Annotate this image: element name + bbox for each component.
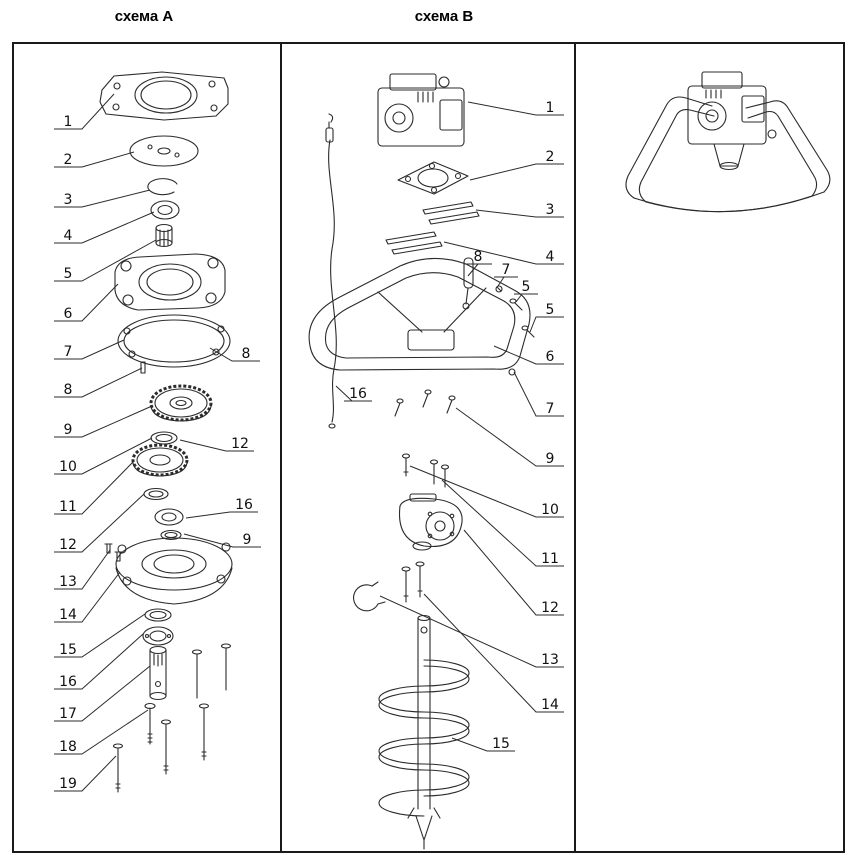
part-bolts-14 — [401, 561, 425, 603]
callout-b-5a: 5 — [522, 279, 531, 295]
callout-a-8: 8 — [64, 382, 73, 398]
callout-b-3: 3 — [546, 202, 555, 218]
part-cover-disc — [129, 135, 199, 167]
callout-a-13: 13 — [59, 574, 77, 590]
part-mid-bearing — [154, 508, 184, 526]
callout-b-16: 16 — [349, 386, 367, 402]
assembled-view-panel — [576, 44, 843, 851]
callout-a-12: 12 — [59, 537, 77, 553]
part-plates-upper — [422, 201, 480, 225]
part-second-gear — [131, 443, 189, 477]
part-lower-housing — [115, 537, 233, 605]
scheme-b-panel: 1 2 3 4 8 7 5 5 6 7 9 10 11 12 13 14 15 — [282, 44, 576, 851]
callout-a-18: 18 — [59, 739, 77, 755]
callout-b-8: 8 — [474, 249, 483, 265]
callout-a-19: 19 — [59, 776, 77, 792]
callout-a-15: 15 — [59, 642, 77, 658]
assembled-machine-drawing — [625, 71, 831, 213]
part-dowel-pin — [140, 361, 146, 374]
part-upper-housing — [114, 253, 226, 311]
callout-b-15: 15 — [492, 736, 510, 752]
callout-b-7a: 7 — [502, 262, 511, 278]
callout-a-17: 17 — [59, 706, 77, 722]
callout-a-11: 11 — [59, 499, 77, 515]
scheme-b-leader-lines — [335, 101, 564, 752]
part-engine-mount — [397, 161, 469, 195]
callout-b-12: 12 — [541, 600, 559, 616]
callout-a-8-right: 8 — [242, 346, 251, 362]
part-bolts-11 — [429, 459, 450, 488]
callout-a-3: 3 — [64, 192, 73, 208]
part-large-gear — [149, 384, 213, 422]
part-auger — [378, 614, 470, 850]
part-handle-frame — [308, 257, 531, 371]
callout-a-9: 9 — [64, 422, 73, 438]
part-screw-7a — [495, 285, 503, 293]
callout-a-10: 10 — [59, 459, 77, 475]
part-screw-7b — [508, 368, 516, 376]
callout-a-16-right: 16 — [235, 497, 253, 513]
callout-b-6: 6 — [546, 349, 555, 365]
scheme-b-callouts: 1 2 3 4 8 7 5 5 6 7 9 10 11 12 13 14 15 — [349, 100, 559, 752]
callout-b-4: 4 — [546, 249, 555, 265]
callout-a-5: 5 — [64, 266, 73, 282]
part-gasket — [117, 314, 231, 368]
diagram-frame: 1 2 3 4 5 6 7 8 9 10 11 12 13 14 15 16 1 — [12, 42, 845, 853]
scheme-a-drawing: 1 2 3 4 5 6 7 8 9 10 11 12 13 14 15 16 1 — [54, 71, 261, 793]
part-oil-seal — [144, 608, 172, 622]
part-lower-bearing — [142, 626, 174, 646]
part-gearbox-assembly — [398, 493, 463, 551]
callout-b-5b: 5 — [546, 302, 555, 318]
assembled-machine — [625, 71, 831, 213]
callout-a-16: 16 — [59, 674, 77, 690]
part-bolts-19 — [112, 643, 232, 793]
scheme-a-title: схема A — [114, 8, 174, 25]
callout-a-12-right: 12 — [231, 436, 249, 452]
scheme-b-title: схема B — [414, 8, 474, 25]
callout-a-7: 7 — [64, 344, 73, 360]
part-bolt-18 — [144, 702, 156, 745]
part-top-mount-plate — [99, 71, 229, 121]
callout-a-2: 2 — [64, 152, 73, 168]
callout-b-13: 13 — [541, 652, 559, 668]
callout-a-1: 1 — [64, 114, 73, 130]
part-bolt-10 — [401, 453, 411, 477]
callout-a-4: 4 — [64, 228, 73, 244]
part-screws-9 — [394, 389, 456, 417]
part-circlip — [147, 178, 178, 196]
callout-b-14: 14 — [541, 697, 559, 713]
scheme-b-drawing: 1 2 3 4 8 7 5 5 6 7 9 10 11 12 13 14 15 — [308, 73, 564, 850]
callout-a-9-right: 9 — [243, 532, 252, 548]
callout-b-9: 9 — [546, 451, 555, 467]
callout-b-10: 10 — [541, 502, 559, 518]
scheme-a-panel: 1 2 3 4 5 6 7 8 9 10 11 12 13 14 15 16 1 — [14, 44, 282, 851]
part-spacer-ring-upper — [150, 431, 178, 445]
part-small-screws — [104, 543, 123, 562]
part-upper-bearing — [150, 200, 180, 220]
callout-a-6: 6 — [64, 306, 73, 322]
part-engine — [377, 73, 465, 147]
part-pinion-gear — [155, 223, 173, 248]
scheme-a-leader-lines — [54, 93, 261, 792]
part-output-shaft — [149, 645, 167, 701]
callout-a-14: 14 — [59, 607, 77, 623]
part-plates-lower — [385, 231, 443, 255]
part-spacer-ring-lower — [143, 487, 169, 501]
callout-b-11: 11 — [541, 551, 559, 567]
callout-b-2: 2 — [546, 149, 555, 165]
callout-b-1: 1 — [546, 100, 555, 116]
part-screw-5a — [509, 298, 523, 311]
callout-b-7b: 7 — [546, 401, 555, 417]
part-clamp-ring — [353, 581, 386, 612]
scheme-a-callouts: 1 2 3 4 5 6 7 8 9 10 11 12 13 14 15 16 1 — [59, 114, 253, 792]
part-throttle-cable — [325, 113, 337, 429]
